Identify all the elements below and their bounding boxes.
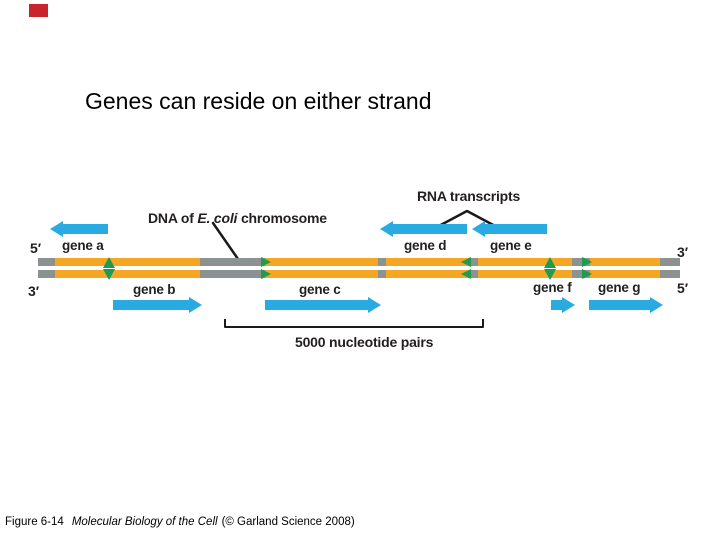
caption-publisher: (© Garland Science 2008) [221, 516, 355, 528]
direction-arrowhead [461, 269, 471, 279]
direction-arrowhead [261, 269, 271, 279]
non-gene-segment [378, 270, 386, 278]
scale-bracket [224, 319, 484, 328]
non-gene-segment [38, 270, 55, 278]
diamond-lower-triangle [103, 269, 115, 280]
non-gene-segment [572, 258, 590, 266]
non-gene-segment [660, 270, 680, 278]
diamond-lower-triangle [544, 269, 556, 280]
arrow-body [589, 300, 651, 310]
gene-a-transcript-arrow [50, 221, 108, 237]
gene-b-label: gene b [133, 282, 176, 297]
direction-arrowhead [582, 257, 592, 267]
dna-label-suffix: chromosome [237, 210, 327, 226]
non-gene-segment [38, 258, 55, 266]
non-gene-segment [200, 258, 265, 266]
arrow-body [113, 300, 190, 310]
gene-c-label: gene c [299, 282, 341, 297]
left-bottom-prime-label: 3′ [28, 283, 40, 299]
non-gene-segment [660, 258, 680, 266]
red-corner-marker [29, 4, 48, 17]
gene-boundary-diamond [544, 257, 556, 280]
gene-d-label: gene d [404, 238, 447, 253]
gene-e-transcript-arrow [472, 221, 547, 237]
dna-label: DNA of E. coli chromosome [148, 210, 327, 226]
non-gene-segment [200, 270, 265, 278]
arrow-body [62, 224, 108, 234]
gene-a-label: gene a [62, 238, 104, 253]
arrow-head [472, 221, 485, 237]
direction-arrowhead [461, 257, 471, 267]
non-gene-segment [378, 258, 386, 266]
transcription-direction-marker [582, 257, 592, 279]
diamond-upper-triangle [544, 257, 556, 268]
non-gene-segment [470, 258, 478, 266]
caption-figure-number: Figure 6-14 [5, 516, 64, 528]
arrow-head [380, 221, 393, 237]
gene-g-label: gene g [598, 280, 641, 295]
arrow-body [265, 300, 369, 310]
dna-label-pointer-line [211, 221, 240, 261]
arrow-head [650, 297, 663, 313]
arrow-head [368, 297, 381, 313]
gene-g-transcript-arrow [589, 297, 663, 313]
gene-f-transcript-arrow [551, 297, 575, 313]
arrow-body [551, 300, 563, 310]
direction-arrowhead [261, 257, 271, 267]
dna-label-species: E. coli [197, 210, 238, 226]
figure-caption: Figure 6-14 Molecular Biology of the Cell… [5, 516, 355, 528]
non-gene-segment [470, 270, 478, 278]
transcription-direction-marker [461, 257, 471, 279]
transcription-direction-marker [261, 257, 271, 279]
arrow-head [189, 297, 202, 313]
left-top-prime-label: 5′ [30, 240, 42, 256]
direction-arrowhead [582, 269, 592, 279]
dna-strand-top [38, 258, 680, 266]
arrow-body [484, 224, 547, 234]
non-gene-segment [572, 270, 590, 278]
arrow-body [392, 224, 467, 234]
gene-d-transcript-arrow [380, 221, 467, 237]
right-top-prime-label: 3′ [677, 244, 689, 260]
arrow-head [50, 221, 63, 237]
caption-book-title: Molecular Biology of the Cell [71, 516, 218, 528]
gene-boundary-diamond [103, 257, 115, 280]
rna-transcripts-label: RNA transcripts [417, 188, 521, 204]
right-bottom-prime-label: 5′ [677, 280, 689, 296]
slide-title: Genes can reside on either strand [85, 88, 432, 114]
gene-b-transcript-arrow [113, 297, 202, 313]
gene-e-label: gene e [490, 238, 532, 253]
diamond-upper-triangle [103, 257, 115, 268]
dna-label-prefix: DNA of [148, 210, 198, 226]
scale-label: 5000 nucleotide pairs [295, 334, 434, 350]
gene-c-transcript-arrow [265, 297, 381, 313]
arrow-head [562, 297, 575, 313]
dna-strand-bottom [38, 270, 680, 278]
gene-f-label: gene f [533, 280, 572, 295]
